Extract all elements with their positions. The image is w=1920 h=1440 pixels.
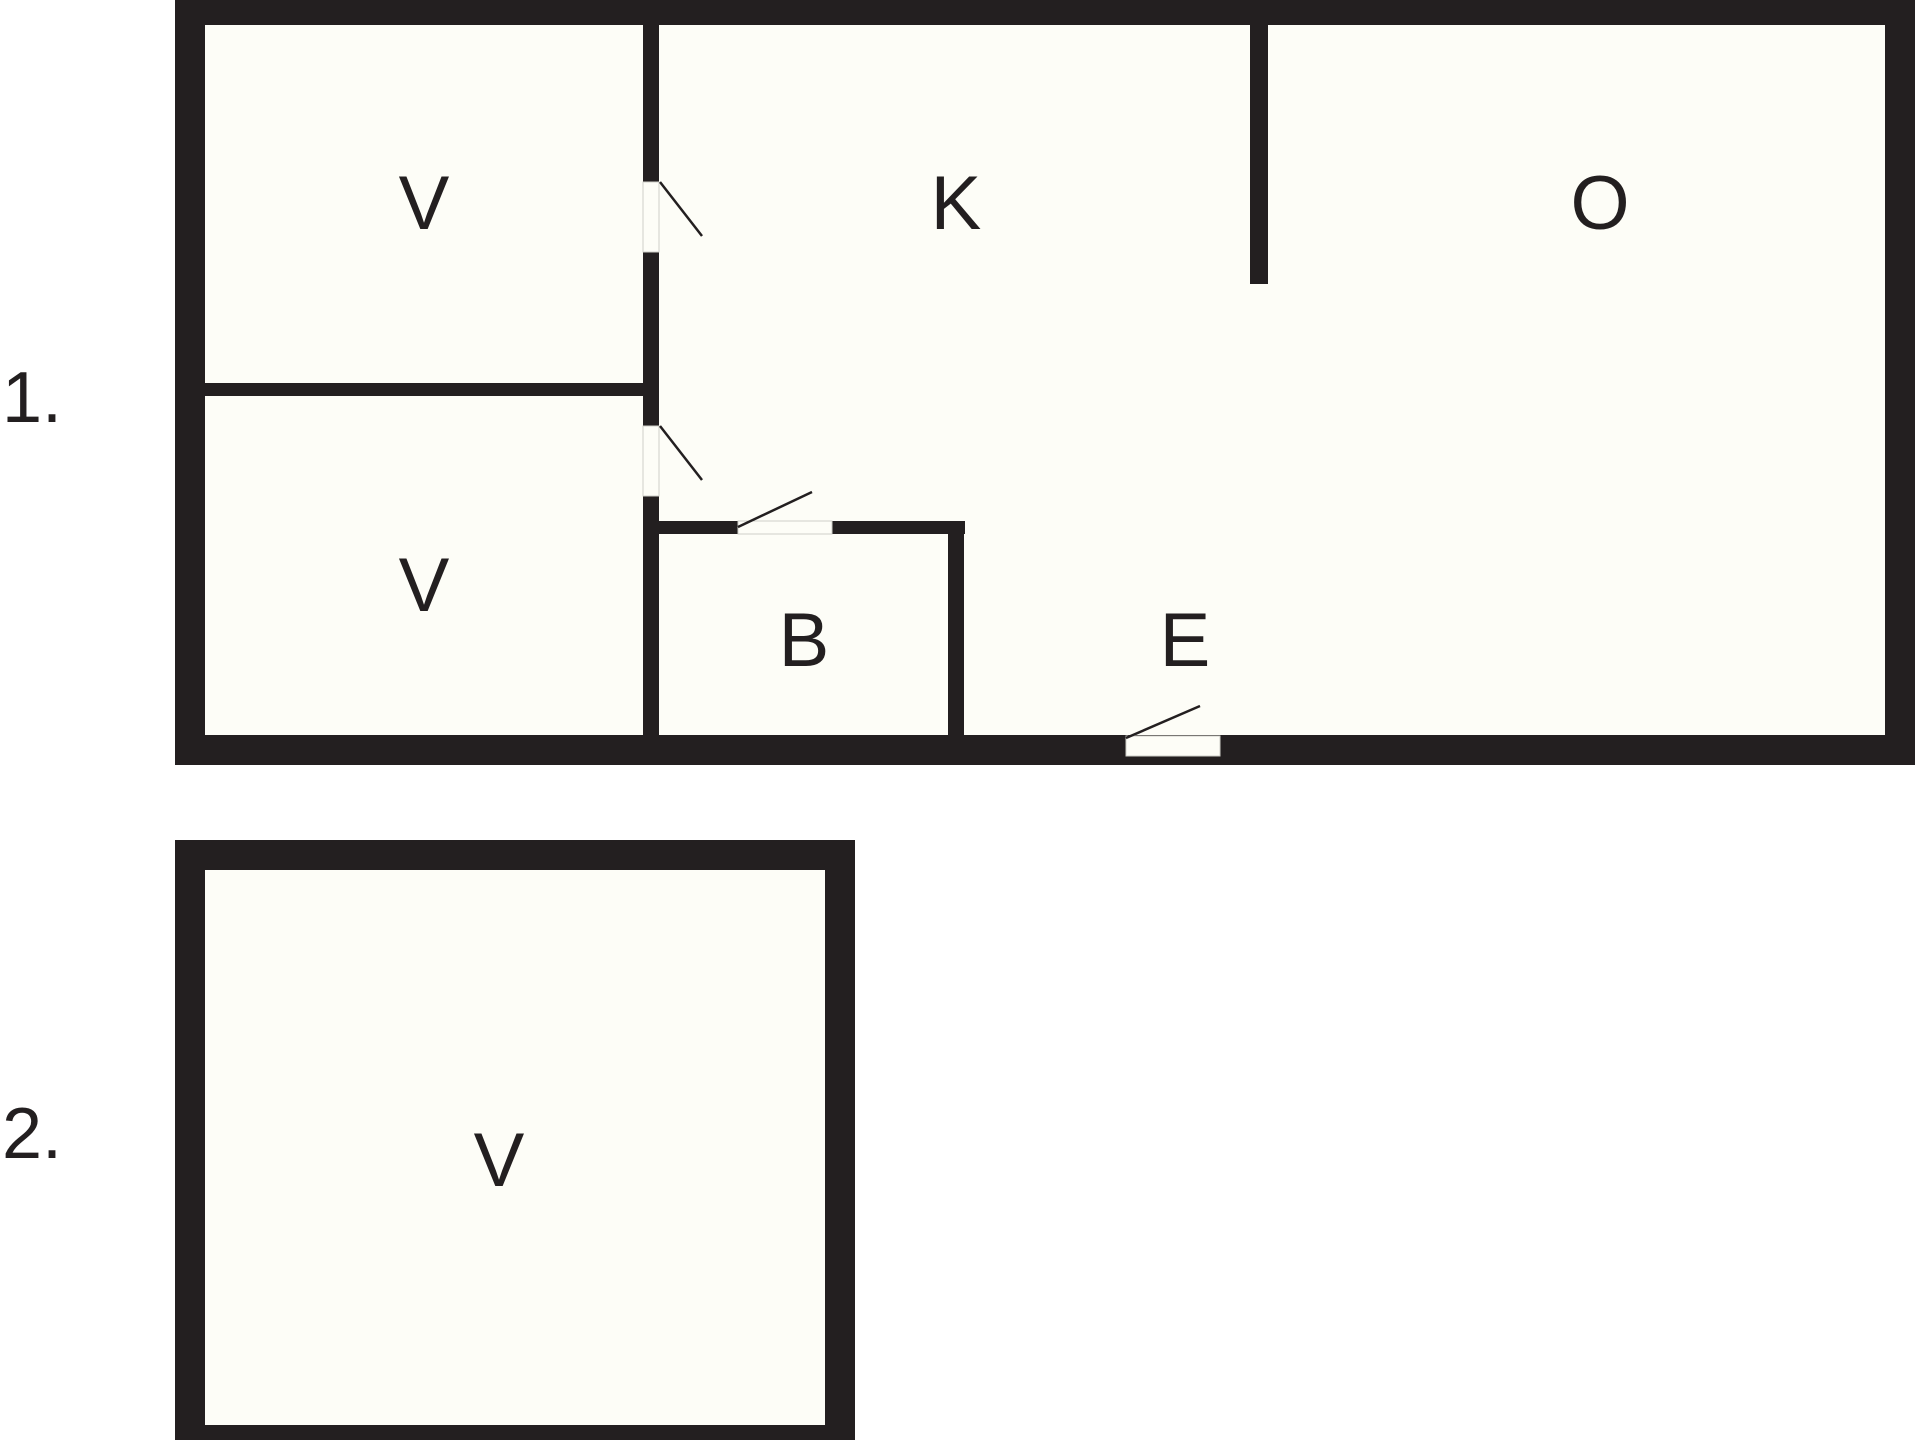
room-label-o: O: [1570, 161, 1629, 246]
door-swing-v-lower: [659, 425, 703, 481]
door-v-lower: [642, 425, 660, 497]
door-swing-v-upper: [659, 181, 703, 237]
floor-1-plan: V V K O B E: [175, 0, 1915, 765]
wall-k-o: [1250, 18, 1268, 284]
room-label-e: E: [1160, 598, 1211, 683]
floor-1-outer-wall: [175, 0, 1915, 765]
wall-bathroom-right: [948, 521, 964, 740]
door-v-upper: [642, 181, 660, 253]
floor-2-interior: [200, 855, 830, 1435]
door-swing-entrance: [1125, 704, 1201, 740]
room-label-v-lower: V: [399, 543, 450, 628]
door-bathroom: [737, 520, 833, 535]
room-label-b: B: [779, 598, 830, 683]
floor-1-interior: [200, 18, 1890, 740]
floor-2-outer-wall: [175, 840, 855, 1440]
room-label-v-upper: V: [399, 161, 450, 246]
room-label-v-floor-2: V: [474, 1118, 525, 1203]
floor-2-label: 2.: [2, 1094, 63, 1174]
door-entrance: [1125, 735, 1221, 757]
wall-divider-v-k: [643, 18, 659, 740]
floor-2-plan: V: [175, 840, 855, 1440]
floor-1-label: 1.: [2, 358, 63, 438]
wall-between-v-rooms: [205, 383, 651, 396]
door-swing-bathroom: [737, 490, 813, 529]
room-label-k: K: [931, 161, 982, 246]
